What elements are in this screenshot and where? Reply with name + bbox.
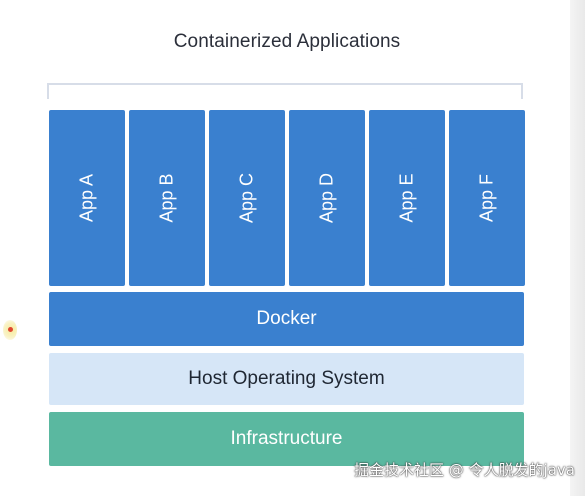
app-block-b: App B (129, 110, 205, 286)
docker-label: Docker (256, 308, 317, 329)
app-label: App D (316, 172, 337, 224)
host-os-label: Host Operating System (188, 368, 385, 389)
app-block-e: App E (369, 110, 445, 286)
docker-layer: Docker (49, 292, 524, 346)
apps-bracket (47, 83, 523, 99)
infrastructure-layer: Infrastructure (49, 412, 524, 466)
app-block-a: App A (49, 110, 125, 286)
app-block-c: App C (209, 110, 285, 286)
watermark-text: 掘金技术社区 @ 令人脱发的java (354, 461, 575, 479)
app-block-d: App D (289, 110, 365, 286)
app-label: App A (76, 173, 97, 223)
app-label: App E (396, 173, 417, 223)
app-label: App F (476, 173, 497, 223)
diagram-title: Containerized Applications (173, 31, 401, 52)
host-os-layer: Host Operating System (49, 353, 524, 405)
cursor-dot-icon (8, 327, 13, 332)
infrastructure-label: Infrastructure (230, 428, 343, 449)
right-edge-shade (570, 0, 585, 496)
app-label: App B (156, 173, 177, 223)
app-block-f: App F (449, 110, 525, 286)
app-label: App C (236, 172, 257, 224)
